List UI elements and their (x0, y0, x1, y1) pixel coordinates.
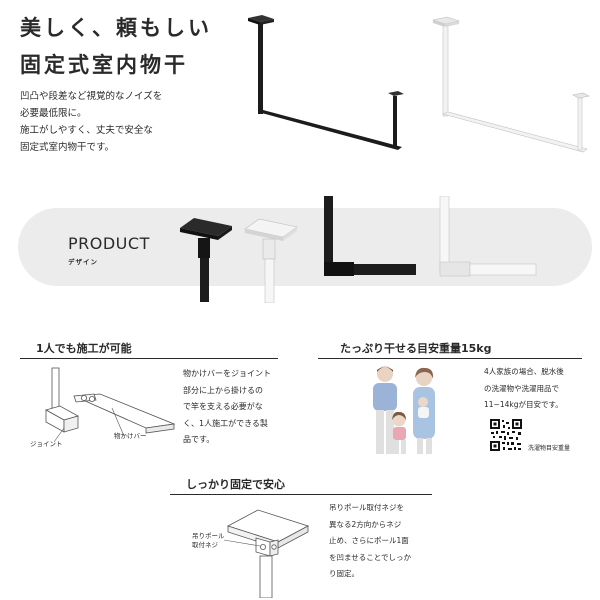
screw-callout: 吊りポール 取付ネジ (192, 532, 225, 550)
secure-text: 吊りポール取付ネジを 異なる2方向からネジ 止め、さらにポール1面 を凹ませるこ… (329, 500, 411, 583)
easy-install-rule (20, 358, 278, 359)
white-ceiling-mount-thumbnail (244, 218, 298, 303)
black-drying-rack-image (248, 15, 404, 150)
product-title: PRODUCT (68, 234, 150, 253)
capacity-line: の洗濯物や洗濯用品で (484, 383, 559, 393)
secure-line: 異なる2方向からネジ (329, 519, 402, 529)
family-illustration (373, 366, 435, 454)
easy-install-line: で竿を支える必要がな (183, 402, 263, 411)
white-corner-joint-thumbnail (439, 196, 537, 277)
capacity-line: 11~14kgが目安です。 (484, 400, 563, 409)
bar-callout: 物かけバー (114, 432, 147, 440)
intro-line: 施工がしやすく、丈夫で安全な (20, 125, 153, 136)
secure-line: り固定。 (329, 569, 359, 578)
joint-callout: ジョイント (30, 440, 63, 448)
white-drying-rack-image (431, 16, 590, 153)
easy-install-line: 物かけバーをジョイント (183, 369, 271, 378)
intro-line: 必要最低限に。 (20, 108, 87, 119)
easy-install-line: く、1人施工ができる製 (183, 418, 268, 428)
ceiling-plate-diagram (223, 509, 310, 598)
capacity-title: たっぷり干せる目安重量15kg (340, 342, 492, 355)
qr-code[interactable] (489, 418, 523, 452)
headline: 美しく、頼もしい 固定式室内物干 (20, 10, 212, 84)
headline-line-1: 美しく、頼もしい (20, 16, 212, 40)
product-subtitle: デザイン (68, 258, 98, 266)
easy-install-line: 品です。 (183, 435, 215, 444)
secure-line: を凹ませることでしっか (329, 552, 412, 562)
secure-line: 吊りポール取付ネジを (329, 503, 404, 512)
easy-install-title: 1人でも施工が可能 (36, 342, 132, 355)
screw-callout-line: 吊りポール (192, 532, 225, 540)
secure-rule (170, 494, 432, 495)
joint-bar-diagram (44, 367, 176, 443)
secure-title: しっかり固定で安心 (186, 478, 285, 491)
intro-text: 凹凸や段差など視覚的なノイズを 必要最低限に。 施工がしやすく、丈夫で安全な 固… (20, 88, 162, 156)
capacity-text: 4人家族の場合、脱水後 の洗濯物や洗濯用品で 11~14kgが目安です。 (484, 364, 564, 414)
black-ceiling-mount-thumbnail (180, 218, 232, 302)
easy-install-line: 部分に上から掛けるの (183, 385, 263, 395)
black-corner-joint-thumbnail (324, 196, 416, 276)
capacity-line: 4人家族の場合、脱水後 (484, 367, 564, 376)
intro-line: 凹凸や段差など視覚的なノイズを (20, 91, 163, 102)
secure-line: 止め、さらにポール1面 (329, 536, 409, 545)
easy-install-text: 物かけバーをジョイント 部分に上から掛けるの で竿を支える必要がな く、1人施工… (183, 366, 271, 449)
headline-line-2: 固定式室内物干 (20, 53, 188, 77)
capacity-rule (318, 358, 582, 359)
screw-callout-line: 取付ネジ (192, 541, 218, 549)
qr-caption: 洗濯物目安重量 (528, 445, 571, 452)
intro-line: 固定式室内物干です。 (20, 142, 115, 153)
